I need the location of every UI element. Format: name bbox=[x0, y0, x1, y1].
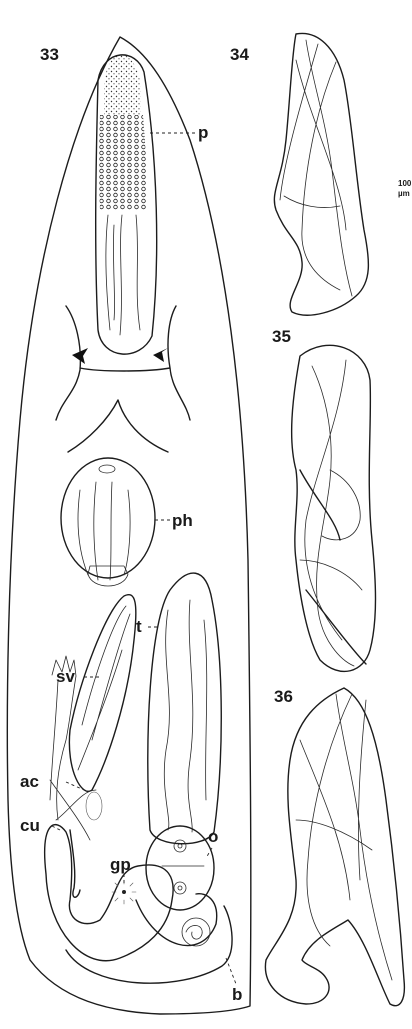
ovary-region bbox=[146, 826, 214, 910]
cell-mass bbox=[99, 115, 146, 210]
bursa-canal bbox=[66, 906, 232, 983]
brain-outline bbox=[56, 306, 190, 452]
copulatory-bursa bbox=[45, 825, 173, 961]
scale-bar-unit: µm bbox=[398, 189, 410, 198]
label-o: o bbox=[208, 827, 218, 846]
figure-36-drawing: 36 bbox=[265, 687, 404, 1006]
seminal-vesicle bbox=[69, 595, 136, 792]
figure-number-36: 36 bbox=[274, 687, 293, 706]
label-ph: ph bbox=[172, 511, 193, 530]
label-t: t bbox=[136, 617, 142, 636]
label-cu: cu bbox=[20, 816, 40, 835]
scale-bar-value: 100 bbox=[398, 179, 412, 188]
label-b: b bbox=[232, 985, 242, 1004]
ph-organ bbox=[61, 458, 155, 578]
testis bbox=[148, 573, 221, 844]
genital-pore bbox=[112, 880, 136, 904]
stippled-tip bbox=[104, 54, 141, 115]
figure-35-drawing: 35 bbox=[272, 327, 376, 671]
label-sv: sv bbox=[56, 667, 75, 686]
figure-number-35: 35 bbox=[272, 327, 291, 346]
label-ac: ac bbox=[20, 772, 39, 791]
label-gp: gp bbox=[110, 855, 131, 874]
fig34-outline bbox=[274, 33, 368, 315]
figure-33-worm-drawing: 33 p ph t sv ac cu gp o b bbox=[7, 37, 251, 1014]
eyespot-right bbox=[153, 348, 168, 362]
figure-34-drawing: 34 100 µm bbox=[230, 33, 412, 315]
fig35-outline bbox=[292, 345, 376, 671]
label-p: p bbox=[198, 123, 208, 142]
figure-number-33: 33 bbox=[40, 45, 59, 64]
figure-number-34: 34 bbox=[230, 45, 249, 64]
